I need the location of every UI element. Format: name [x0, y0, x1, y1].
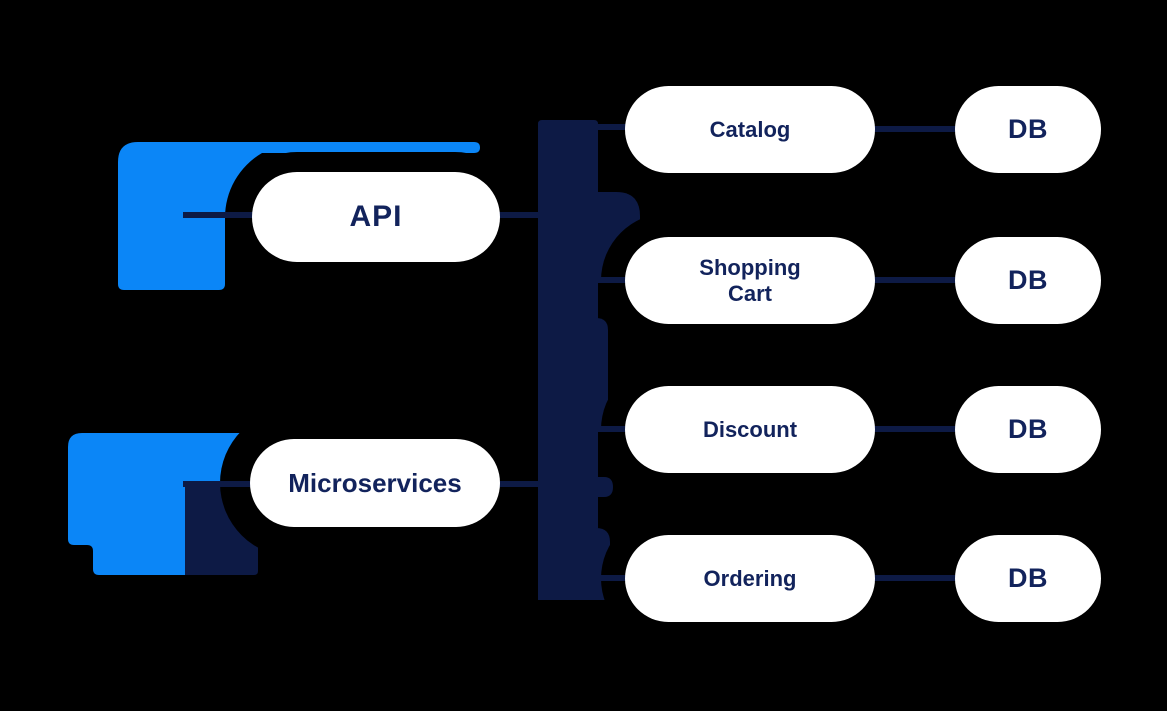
edge-trunk-to-discount	[596, 426, 629, 432]
node-discount-db-label: DB	[1008, 414, 1048, 444]
edge-discount-to-db	[871, 426, 959, 432]
node-ordering: Ordering	[625, 535, 875, 622]
node-catalog: Catalog	[625, 86, 875, 173]
edge-client-to-api	[183, 212, 256, 218]
browser-window-icon	[118, 142, 480, 290]
node-discount: Discount	[625, 386, 875, 473]
node-api: API	[252, 172, 500, 262]
node-discount-db: DB	[955, 386, 1101, 473]
node-catalog-db: DB	[955, 86, 1101, 173]
node-catalog-db-label: DB	[1008, 114, 1048, 144]
node-discount-label: Discount	[702, 416, 798, 442]
node-shopping-cart: Shopping Cart	[625, 237, 875, 324]
edge-shopping-cart-to-db	[871, 277, 959, 283]
node-shopping-cart-db: DB	[955, 237, 1101, 324]
node-ordering-label: Ordering	[703, 565, 797, 591]
node-shopping-cart-db-label: DB	[1008, 265, 1048, 295]
trunk-branch-curve-bottom	[538, 528, 610, 600]
node-catalog-label: Catalog	[709, 116, 791, 142]
edge-trunk-to-shopping-cart	[596, 277, 629, 283]
node-ordering-db-label: DB	[1008, 563, 1048, 593]
node-microservices-label: Microservices	[288, 467, 462, 498]
edge-trunk-to-ordering	[596, 575, 629, 581]
edge-ordering-to-db	[871, 575, 959, 581]
trunk-join-bump	[538, 477, 613, 497]
edge-trunk-to-catalog	[596, 124, 629, 130]
node-api-label: API	[349, 200, 403, 233]
edge-client-to-microservices	[183, 481, 254, 487]
edge-microservices-to-trunk	[498, 481, 542, 487]
node-shopping-cart-label: Shopping Cart	[699, 255, 801, 306]
trunk-branch-curve-mid	[538, 318, 608, 430]
node-microservices: Microservices	[250, 439, 500, 527]
edge-catalog-to-db	[871, 126, 959, 132]
edge-api-to-trunk	[498, 212, 542, 218]
node-ordering-db: DB	[955, 535, 1101, 622]
